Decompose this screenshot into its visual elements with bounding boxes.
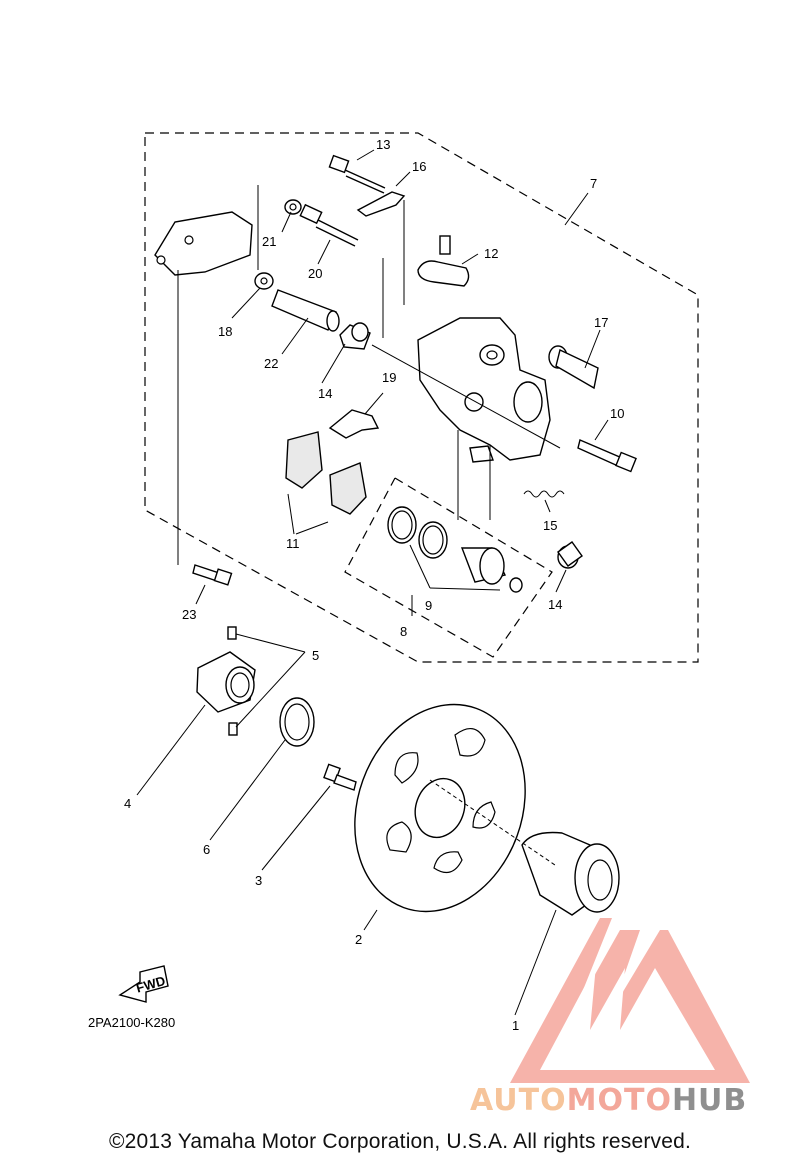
callout-21: 21	[262, 234, 276, 249]
callout-22: 22	[264, 356, 278, 371]
callout-13: 13	[376, 137, 390, 152]
leader-lines	[136, 149, 609, 1016]
watermark-text-part1: AUTO	[470, 1083, 567, 1118]
callout-5: 5	[312, 648, 319, 663]
boot-14-lower	[557, 541, 583, 569]
bleed-screw-12	[417, 235, 470, 287]
fwd-label: FWD	[134, 973, 167, 996]
washer-18	[254, 272, 274, 290]
callout-8: 8	[400, 624, 407, 639]
callout-14-upper: 14	[318, 386, 332, 401]
nut-4	[196, 651, 256, 713]
callout-19: 19	[382, 370, 396, 385]
callout-3: 3	[255, 873, 262, 888]
callout-9: 9	[425, 598, 432, 613]
brake-pads-11	[285, 431, 367, 515]
callout-17: 17	[594, 315, 608, 330]
bolt-13	[328, 154, 386, 194]
watermark-text-part3: HUB	[671, 1083, 748, 1118]
callout-18: 18	[218, 324, 232, 339]
spring-15	[523, 490, 565, 498]
boot-14-upper	[339, 322, 371, 350]
pin-20	[299, 203, 359, 247]
callout-14-lower: 14	[548, 597, 562, 612]
watermark-logo	[510, 918, 750, 1083]
callout-10: 10	[610, 406, 624, 421]
bolt-10	[577, 439, 637, 473]
callout-numbers: 1 2 3 4 5 6 7 8 9 10 11 12 13 14 14 15 1…	[124, 137, 624, 1033]
diagram-code: 2PA2100-K280	[88, 1015, 176, 1030]
callout-4: 4	[124, 796, 131, 811]
pin-22	[271, 289, 340, 332]
fwd-arrow-icon: FWD	[118, 965, 169, 1003]
hub-1	[521, 831, 620, 916]
callout-20: 20	[308, 266, 322, 281]
set-screws-5	[227, 626, 238, 736]
bolt-23	[192, 564, 233, 586]
callout-1: 1	[512, 1018, 519, 1033]
clip-16	[356, 191, 406, 217]
callout-11: 11	[286, 536, 300, 551]
disc-bolt-3	[323, 763, 357, 791]
piston-8	[460, 547, 523, 593]
pin-bolt-17	[548, 345, 599, 390]
callout-2: 2	[355, 932, 362, 947]
caliper-bracket	[154, 211, 253, 276]
washer-21	[284, 199, 302, 215]
piston-kit-outline	[344, 477, 553, 658]
caliper-body-7	[417, 317, 551, 463]
washer-6	[279, 697, 315, 747]
watermark-text-part2: MOTO	[566, 1083, 672, 1118]
callout-6: 6	[203, 842, 210, 857]
watermark-text: AUTOMOTOHUB	[470, 1083, 747, 1118]
caliper-assembly-outline	[144, 132, 699, 663]
callout-15: 15	[543, 518, 557, 533]
callout-16: 16	[412, 159, 426, 174]
callout-7: 7	[590, 176, 597, 191]
callout-12: 12	[484, 246, 498, 261]
pad-support-19	[328, 409, 380, 439]
brake-disc-2	[354, 703, 526, 913]
callout-23: 23	[182, 607, 196, 622]
piston-seals-9	[387, 506, 448, 559]
copyright-notice: ©2013 Yamaha Motor Corporation, U.S.A. A…	[108, 1130, 692, 1153]
